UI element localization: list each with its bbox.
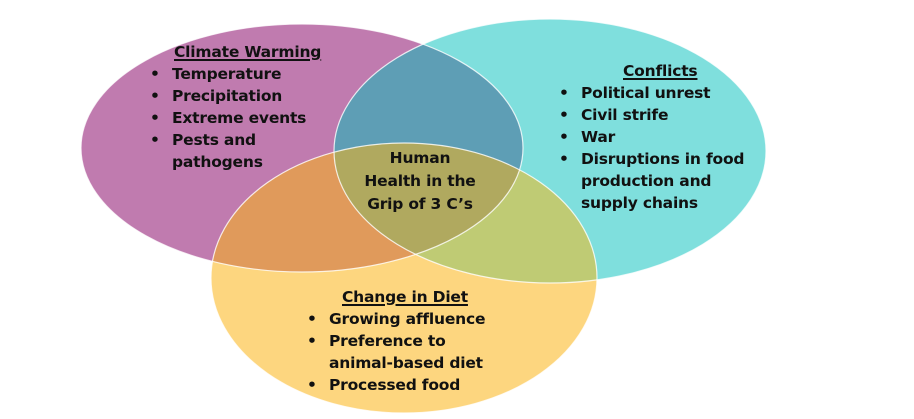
set-climate-warming: Climate Warming Temperature Precipitatio… bbox=[148, 41, 321, 173]
set-title-change-in-diet: Change in Diet bbox=[342, 288, 468, 306]
list-item: Preference to animal-based diet bbox=[305, 330, 485, 374]
list-item: Processed food bbox=[305, 374, 485, 396]
list-item: Civil strife bbox=[557, 104, 744, 126]
set-change-in-diet: Change in Diet Growing affluence Prefere… bbox=[305, 286, 486, 396]
set-title-climate-warming: Climate Warming bbox=[174, 43, 322, 61]
center-label-line: Health in the bbox=[364, 172, 476, 190]
set-conflicts: Conflicts Political unrest Civil strife … bbox=[557, 60, 744, 214]
list-item: War bbox=[557, 126, 744, 148]
list-item: Growing affluence bbox=[305, 308, 486, 330]
set-title-conflicts: Conflicts bbox=[623, 62, 698, 80]
list-item: Temperature bbox=[148, 63, 321, 85]
center-label-line: Human bbox=[389, 149, 451, 167]
list-item: Political unrest bbox=[557, 82, 744, 104]
list-item: Pests and pathogens bbox=[148, 129, 321, 173]
conflicts-items-list: Political unrest Civil strife War Disrup… bbox=[557, 82, 744, 214]
list-item: Precipitation bbox=[148, 85, 321, 107]
center-label: Human Health in the Grip of 3 C’s bbox=[355, 147, 485, 216]
center-label-line: Grip of 3 C’s bbox=[367, 195, 473, 213]
climate-items-list: Temperature Precipitation Extreme events… bbox=[148, 63, 321, 173]
list-item: Extreme events bbox=[148, 107, 321, 129]
diet-items-list: Growing affluence Preference to animal-b… bbox=[305, 308, 486, 396]
list-item: Disruptions in food production and suppl… bbox=[557, 148, 744, 214]
